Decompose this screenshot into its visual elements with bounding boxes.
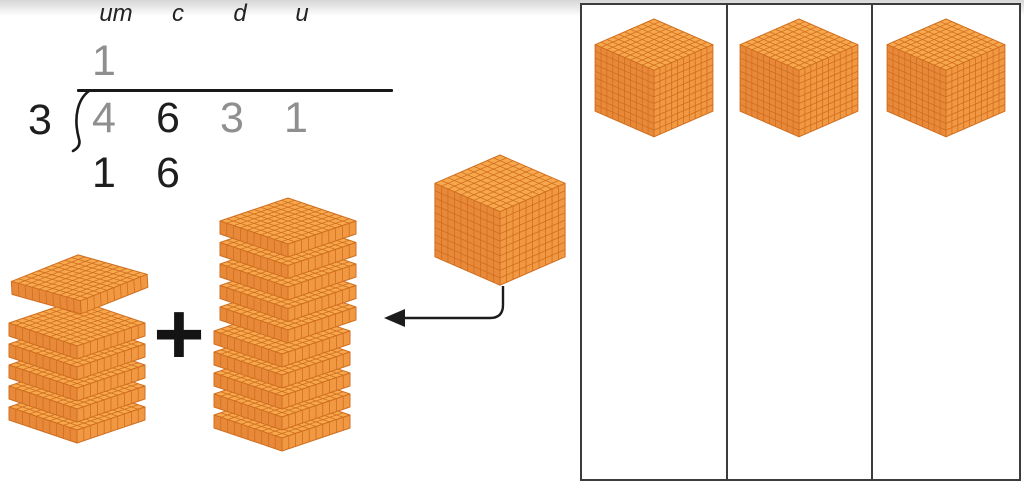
dividend-digit: 3 [220,94,244,142]
partial-result-row: 1 6 [72,152,328,195]
dividend-digit: 1 [284,94,308,142]
thousand-cube [886,18,1006,138]
elbow-arrow-left-icon [384,286,505,327]
thousand-cube [740,18,859,138]
header-hundreds: c [172,0,184,27]
division-bracket [71,89,91,153]
thousand-cube [594,18,714,138]
partial-digit: 1 [92,149,116,197]
divisor-digit: 3 [28,96,52,144]
header-units: u [295,0,309,27]
sharing-column-2 [728,5,874,479]
thousand-cube-carry [434,154,566,286]
sharing-column-1 [582,5,728,479]
dividend-digit: 6 [156,94,180,142]
quotient-row: 1 [72,40,328,83]
hundred-flats-stack-left [8,254,149,444]
place-value-headers: um c d u [85,0,333,30]
division-bar [77,89,393,92]
header-thousands: um [99,0,133,27]
hundred-flats-stack-right [213,197,357,452]
sharing-column-3 [873,5,1019,479]
quotient-digit: 1 [92,37,116,85]
long-division-area: um c d u 1 3 4 6 3 1 1 6 [0,0,420,210]
header-tens: d [233,0,247,27]
dividend-row: 4 6 3 1 [72,97,328,140]
dividend-digit: 4 [92,94,116,142]
plus-icon: + [153,284,205,383]
sharing-table [580,3,1021,481]
partial-digit: 6 [156,149,180,197]
